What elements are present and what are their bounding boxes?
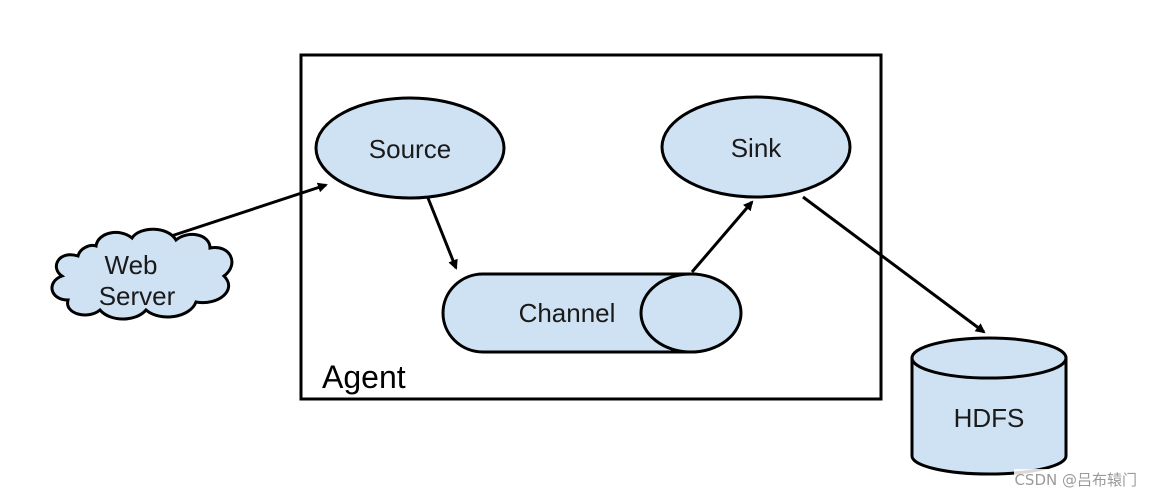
sink-label: Sink bbox=[731, 133, 783, 163]
web-server-label-line2: Server bbox=[99, 281, 176, 311]
edge-source-to-channel bbox=[426, 197, 458, 270]
edge-webserver-to-source bbox=[149, 182, 328, 245]
source-label: Source bbox=[369, 134, 451, 164]
channel-node: Channel bbox=[441, 272, 743, 354]
agent-label: Agent bbox=[322, 359, 406, 395]
source-node: Source bbox=[314, 96, 506, 200]
csdn-watermark: CSDN @吕布辕门 bbox=[1014, 469, 1137, 490]
channel-label: Channel bbox=[519, 298, 616, 328]
hdfs-label: HDFS bbox=[954, 403, 1025, 433]
edge-sink-to-hdfs bbox=[802, 195, 986, 334]
sink-node: Sink bbox=[660, 95, 852, 199]
edge-channel-to-sink bbox=[690, 200, 754, 273]
agent-box: Agent bbox=[299, 53, 883, 401]
web-server-label-line1: Web bbox=[105, 250, 158, 280]
hdfs-node: HDFS bbox=[910, 336, 1068, 476]
web-server-cloud: Web Server bbox=[50, 227, 234, 321]
